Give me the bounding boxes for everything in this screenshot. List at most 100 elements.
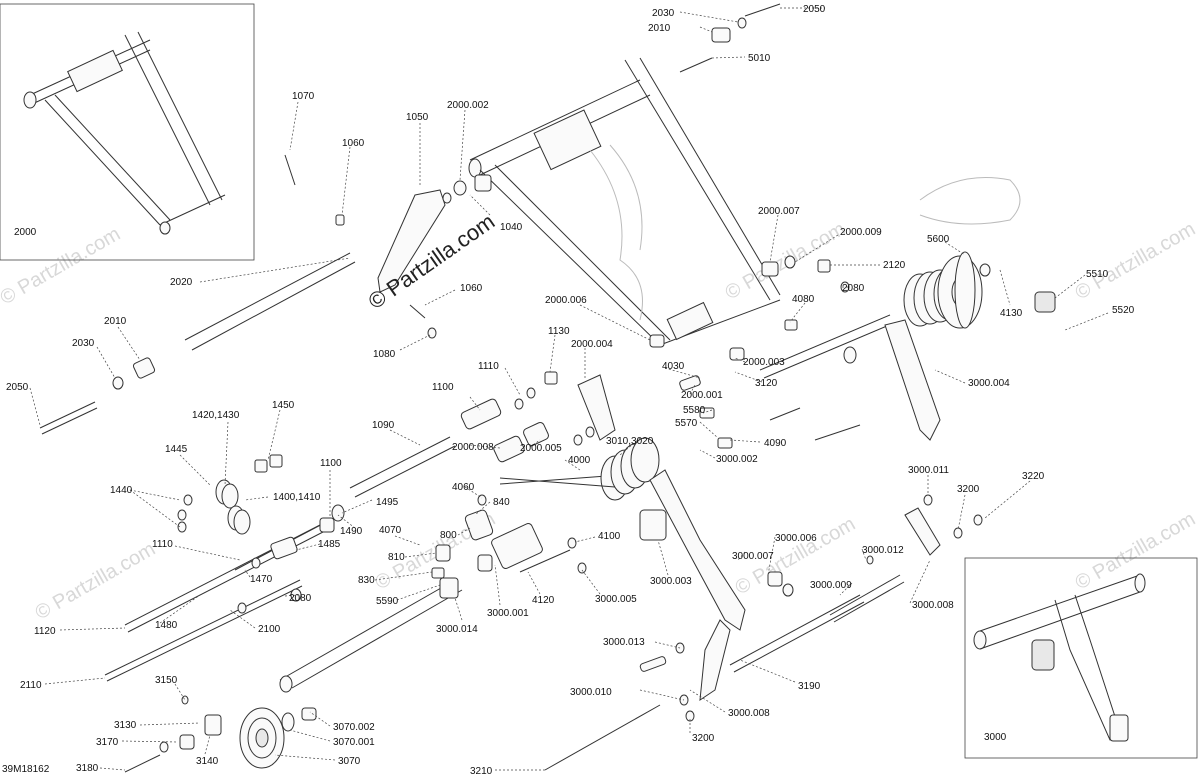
part-label-2080b: 2080 xyxy=(289,593,312,604)
part-label-1060a: 1060 xyxy=(342,138,365,149)
part-label-2000006: 2000.006 xyxy=(545,295,587,306)
watermark-faint: © Partzilla.com xyxy=(32,538,160,624)
part-label-2000003: 2000.003 xyxy=(743,357,785,368)
part-label-3070: 3070 xyxy=(338,756,361,767)
part-label-3130: 3130 xyxy=(114,720,137,731)
part-label-1400: 1400,1410 xyxy=(273,492,321,503)
part-label-3150: 3150 xyxy=(155,675,178,686)
part-label-3000: 3000 xyxy=(984,732,1007,743)
part-label-2050a: 2050 xyxy=(803,4,826,15)
part-label-4130: 4130 xyxy=(1000,308,1023,319)
part-label-2000008: 2000.008 xyxy=(452,442,494,453)
part-label-1050: 1050 xyxy=(406,112,429,123)
main-a-arm xyxy=(468,57,1021,346)
part-label-840: 840 xyxy=(493,497,510,508)
part-label-1420: 1420,1430 xyxy=(192,410,240,421)
part-label-1080: 1080 xyxy=(373,349,396,360)
brackets xyxy=(270,189,941,702)
part-label-3170: 3170 xyxy=(96,737,119,748)
inset-frame-2000 xyxy=(0,3,255,261)
part-label-1100b: 1100 xyxy=(320,458,342,469)
part-label-1060b: 1060 xyxy=(460,283,483,294)
small-parts xyxy=(112,17,1056,753)
part-label-2050b: 2050 xyxy=(6,382,29,393)
part-label-2030a: 2030 xyxy=(652,8,675,19)
part-label-4100: 4100 xyxy=(598,531,621,542)
part-label-3000014: 3000.014 xyxy=(436,624,478,635)
part-label-3200b: 3200 xyxy=(692,733,715,744)
part-labels: 2050 2030 2010 5010 1070 1050 1060 2000.002 1040… xyxy=(6,4,1135,777)
inset-arm-3000 xyxy=(973,573,1146,742)
part-label-3010: 3010,3020 xyxy=(606,436,654,447)
part-label-3000008a: 3000.008 xyxy=(912,600,954,611)
part-label-1480: 1480 xyxy=(155,620,178,631)
part-label-3000005: 3000.005 xyxy=(595,594,637,605)
part-label-2110: 2110 xyxy=(20,680,42,691)
part-label-2020: 2020 xyxy=(170,277,193,288)
part-label-3120: 3120 xyxy=(755,378,778,389)
part-label-5580: 5580 xyxy=(683,405,706,416)
part-label-3000009: 3000.009 xyxy=(810,580,852,591)
part-label-5590: 5590 xyxy=(376,596,399,607)
part-label-2010b: 2010 xyxy=(104,316,127,327)
part-label-3070001: 3070.001 xyxy=(333,737,375,748)
part-label-1450: 1450 xyxy=(272,400,295,411)
part-label-5510: 5510 xyxy=(1086,269,1109,280)
part-label-1070: 1070 xyxy=(292,91,315,102)
part-label-1040: 1040 xyxy=(500,222,523,233)
part-label-3000010: 3000.010 xyxy=(570,687,612,698)
part-label-2000005: 2000.005 xyxy=(520,443,562,454)
part-label-1495: 1495 xyxy=(376,497,399,508)
part-label-2000002: 2000.002 xyxy=(447,100,489,111)
part-label-5570: 5570 xyxy=(675,418,698,429)
part-label-2010a: 2010 xyxy=(648,23,671,34)
part-label-1110b: 1110 xyxy=(152,539,173,550)
part-label-3220: 3220 xyxy=(1022,471,1045,482)
part-label-2080a: 2080 xyxy=(842,283,865,294)
part-label-2000009: 2000.009 xyxy=(840,227,882,238)
part-label-4090: 4090 xyxy=(764,438,787,449)
part-label-3190: 3190 xyxy=(798,681,821,692)
part-label-3140: 3140 xyxy=(196,756,219,767)
part-label-4070: 4070 xyxy=(379,525,402,536)
leader-lines xyxy=(29,7,1109,771)
wheels xyxy=(239,251,976,769)
part-label-3180: 3180 xyxy=(76,763,99,774)
part-label-3000011: 3000.011 xyxy=(908,465,949,476)
part-label-3000003: 3000.003 xyxy=(650,576,692,587)
part-label-3000013: 3000.013 xyxy=(603,637,645,648)
part-label-3000002: 3000.002 xyxy=(716,454,758,465)
part-label-5520: 5520 xyxy=(1112,305,1135,316)
part-label-3000007: 3000.007 xyxy=(732,551,774,562)
part-label-810: 810 xyxy=(388,552,405,563)
part-label-1490: 1490 xyxy=(340,526,363,537)
part-label-2120: 2120 xyxy=(883,260,906,271)
part-label-5600: 5600 xyxy=(927,234,950,245)
part-label-4120: 4120 xyxy=(532,595,555,606)
part-label-3000008b: 3000.008 xyxy=(728,708,770,719)
part-label-2030b: 2030 xyxy=(72,338,95,349)
inset-arm-2000 xyxy=(23,31,226,235)
part-label-4030: 4030 xyxy=(662,361,685,372)
part-label-2000004: 2000.004 xyxy=(571,339,613,350)
part-label-1485: 1485 xyxy=(318,539,341,550)
part-label-3000012: 3000.012 xyxy=(862,545,904,556)
part-label-1120: 1120 xyxy=(34,626,56,637)
part-label-3070002: 3070.002 xyxy=(333,722,375,733)
part-label-3210: 3210 xyxy=(470,766,493,777)
part-label-830: 830 xyxy=(358,575,375,586)
part-label-4080: 4080 xyxy=(792,294,815,305)
part-label-1445: 1445 xyxy=(165,444,188,455)
part-label-1090: 1090 xyxy=(372,420,395,431)
part-label-1110a: 1110 xyxy=(478,361,499,372)
part-label-2000007: 2000.007 xyxy=(758,206,800,217)
part-label-2100: 2100 xyxy=(258,624,281,635)
inset-frame-3000 xyxy=(964,557,1198,759)
part-label-4060: 4060 xyxy=(452,482,475,493)
part-label-1440: 1440 xyxy=(110,485,133,496)
part-label-1470: 1470 xyxy=(250,574,273,585)
part-label-3200a: 3200 xyxy=(957,484,980,495)
part-label-5010: 5010 xyxy=(748,53,771,64)
part-label-2000: 2000 xyxy=(14,227,37,238)
